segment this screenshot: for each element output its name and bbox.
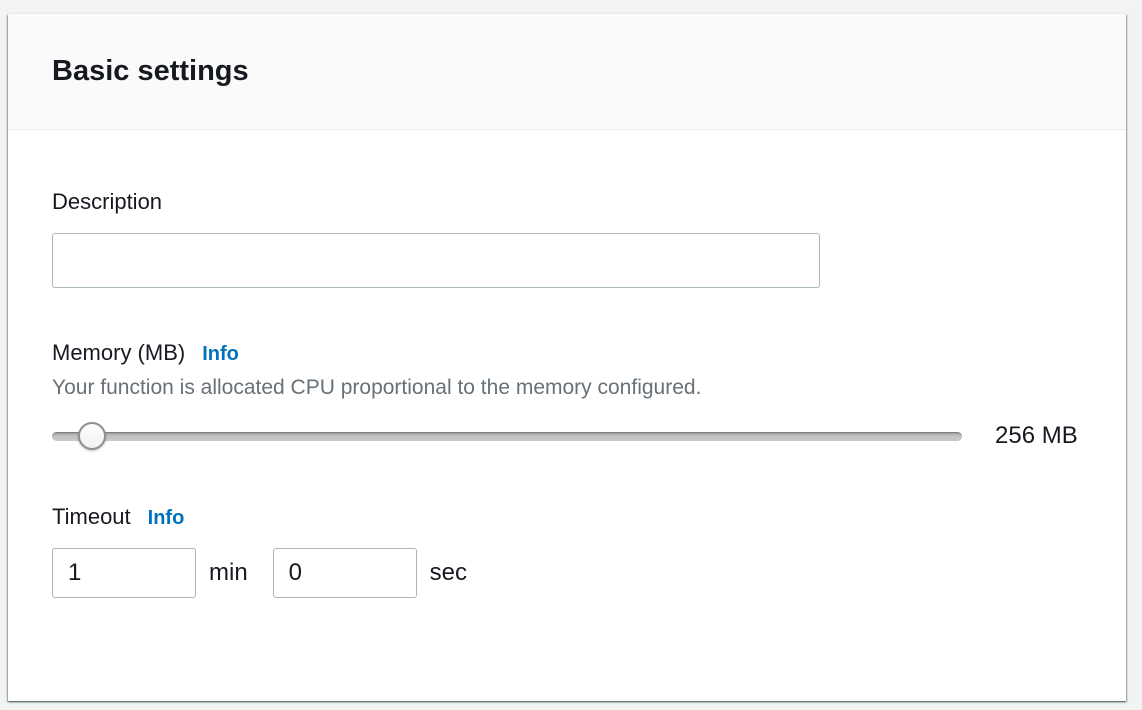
timeout-label: Timeout xyxy=(52,504,131,529)
basic-settings-panel: Basic settings Description Memory (MB) I… xyxy=(8,14,1126,701)
memory-info-link[interactable]: Info xyxy=(202,343,239,365)
timeout-seconds-input[interactable] xyxy=(272,548,417,598)
timeout-info-link[interactable]: Info xyxy=(147,507,185,529)
description-input[interactable] xyxy=(52,233,820,288)
description-section: Description xyxy=(52,188,1082,288)
description-label: Description xyxy=(52,189,163,214)
timeout-minutes-input[interactable] xyxy=(52,548,196,598)
memory-value: 256 MB xyxy=(995,422,1078,449)
memory-help-text: Your function is allocated CPU proportio… xyxy=(52,376,702,399)
panel-title: Basic settings xyxy=(52,55,249,87)
timeout-section: Timeout Info min sec xyxy=(52,503,1082,598)
memory-slider[interactable] xyxy=(52,422,962,450)
panel-body: Description Memory (MB) Info Your functi… xyxy=(8,130,1126,598)
memory-slider-thumb[interactable] xyxy=(78,422,107,450)
panel-header: Basic settings xyxy=(8,14,1126,130)
memory-section: Memory (MB) Info Your function is alloca… xyxy=(52,339,1082,450)
memory-label: Memory (MB) xyxy=(52,340,186,365)
memory-slider-track[interactable] xyxy=(52,432,962,441)
timeout-minutes-unit: min xyxy=(209,559,248,586)
timeout-seconds-unit: sec xyxy=(429,559,468,586)
